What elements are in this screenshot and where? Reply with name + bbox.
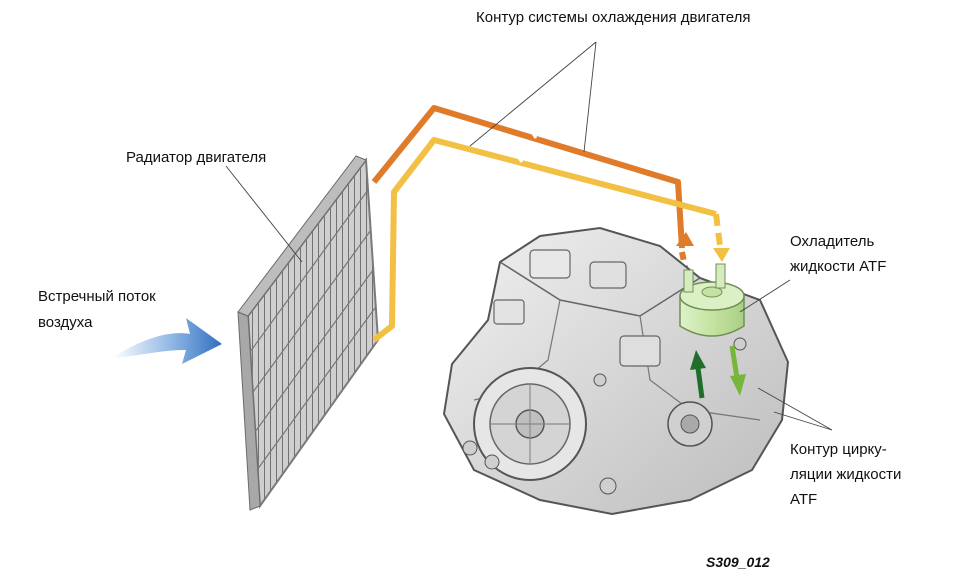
atf-cooler-port-left [683, 269, 694, 293]
label-atf-circuit-line3: ATF [790, 491, 818, 508]
atf-circuit-arrows [690, 345, 746, 399]
label-airflow-line1: Встречный поток [38, 288, 156, 305]
label-atf-cooler-line1: Охладитель [790, 233, 875, 250]
radiator-top-frame [237, 155, 367, 317]
label-atf-cooler-line2: жидкости ATF [790, 258, 887, 275]
leader-lines [225, 41, 833, 431]
atf-down-arrow [730, 374, 746, 396]
coolant-up-arrowhead [676, 232, 694, 246]
figure-code: S309_012 [706, 554, 770, 570]
atf-cooler-port-right [715, 263, 726, 289]
cool-coolant-line [372, 137, 717, 343]
coolant-down-arrowhead [713, 248, 730, 262]
label-atf-circuit-line1: Контур цирку- [790, 441, 887, 458]
label-atf-circuit-line2: ляции жидкости [790, 466, 902, 483]
radiator-core [246, 157, 380, 509]
atf-cooler [679, 263, 745, 337]
engine-radiator [237, 155, 380, 511]
hot-coolant-line [371, 105, 685, 249]
label-engine-cooling-circuit: Контур системы охлаждения двигателя [476, 9, 751, 26]
label-engine-radiator: Радиатор двигателя [126, 149, 267, 166]
label-airflow-line2: воздуха [38, 314, 93, 331]
airflow-arrow [112, 318, 222, 364]
cool-coolant-line-dashed [713, 213, 723, 247]
atf-up-arrow [690, 350, 706, 370]
